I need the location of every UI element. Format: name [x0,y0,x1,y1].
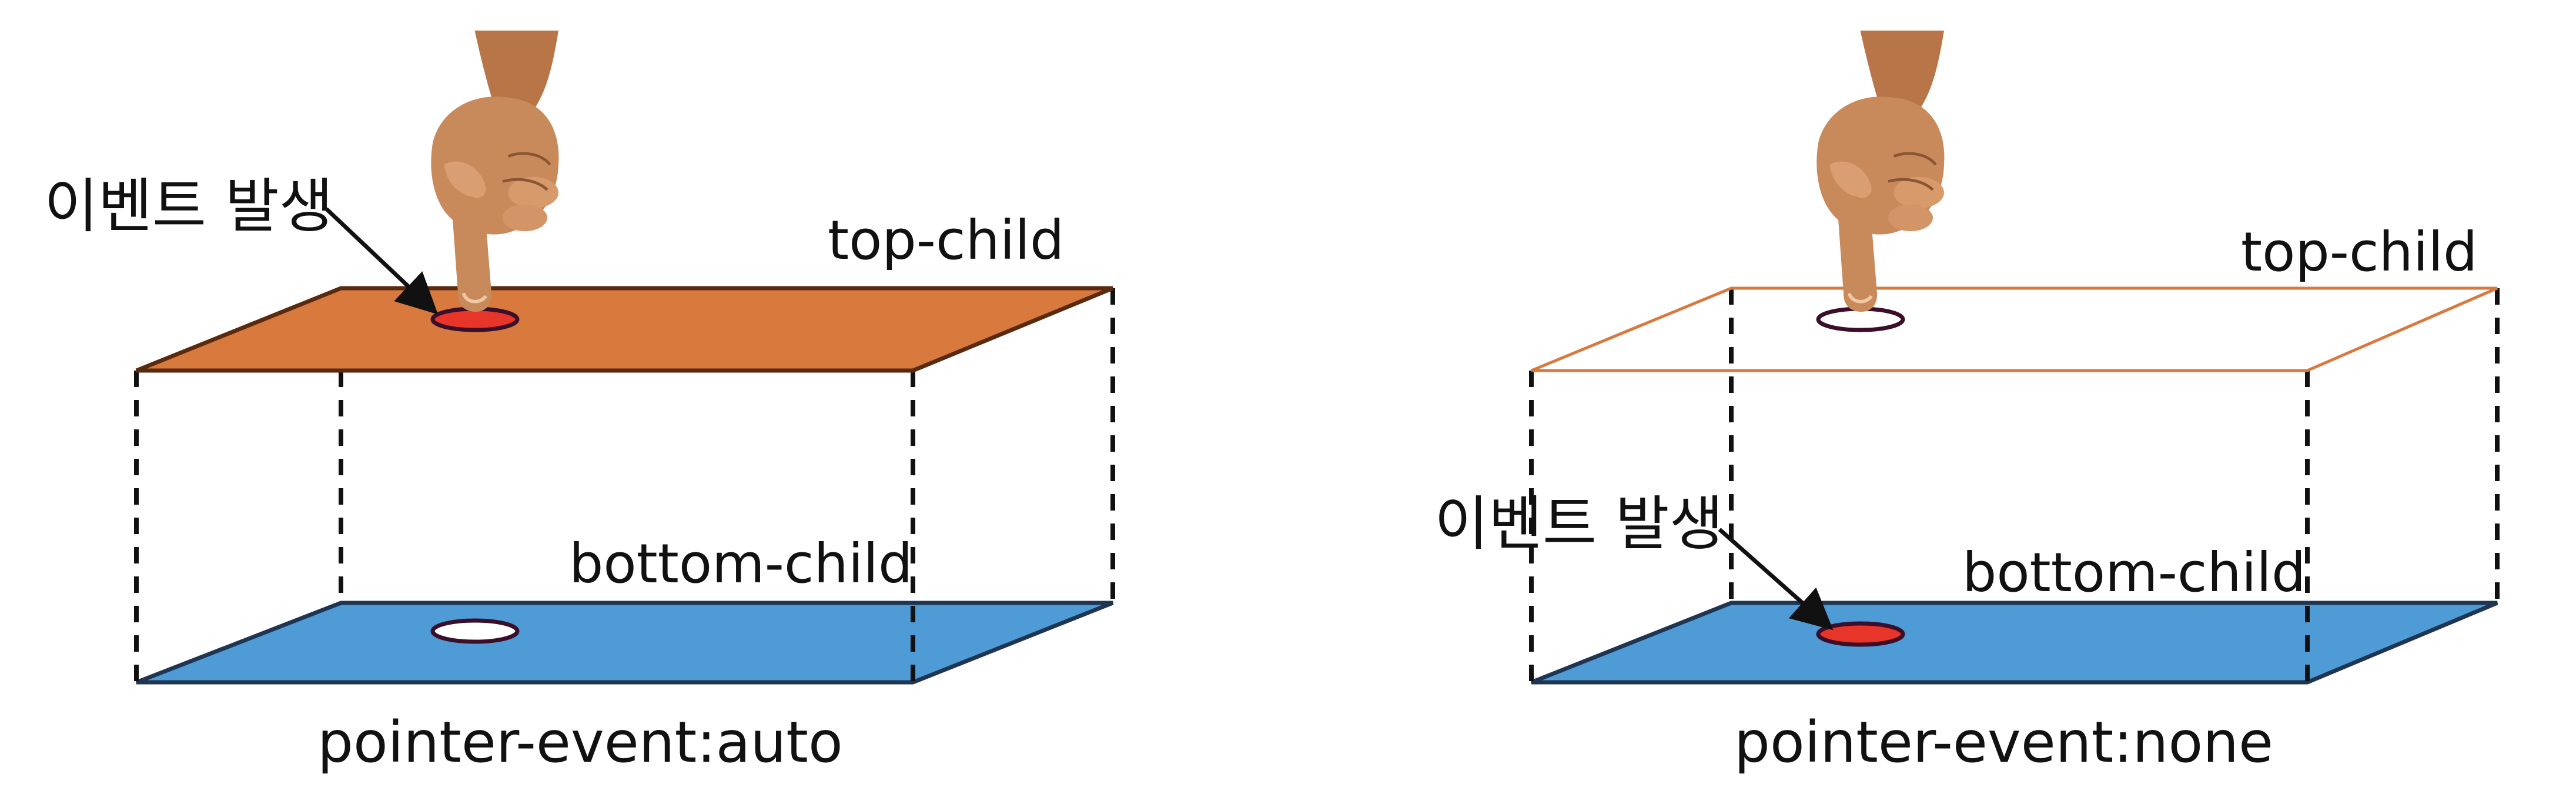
event-label: 이벤트 발생 [44,172,333,241]
arrow-icon [1718,528,1834,631]
bottom-child-label: bottom-child [569,532,912,595]
top-child-plane [1531,286,2498,372]
event-dot [1816,621,1905,647]
event-dot [430,306,520,332]
bottom-ring [430,618,520,644]
bottom-child-label: bottom-child [1962,541,2306,604]
panel-caption: pointer-event:none [1734,709,2273,775]
pointing-hand-icon [431,31,558,312]
event-label: 이벤트 발생 [1434,489,1724,558]
top-ring [1816,306,1905,332]
bottom-child-plane [1530,601,2498,685]
panel-auto: top-child bottom-child 이벤트 발생 pointer-ev… [44,31,1115,775]
panel-caption: pointer-event:auto [317,709,843,775]
pointing-hand-icon [1816,31,1944,312]
bottom-child-plane [135,601,1114,685]
panel-none: top-child bottom-child 이벤트 발생 pointer-ev… [1434,31,2500,775]
top-child-label: top-child [828,209,1064,272]
top-child-plane [135,286,1114,373]
arrow-icon [324,207,439,315]
top-child-label: top-child [2241,221,2477,284]
